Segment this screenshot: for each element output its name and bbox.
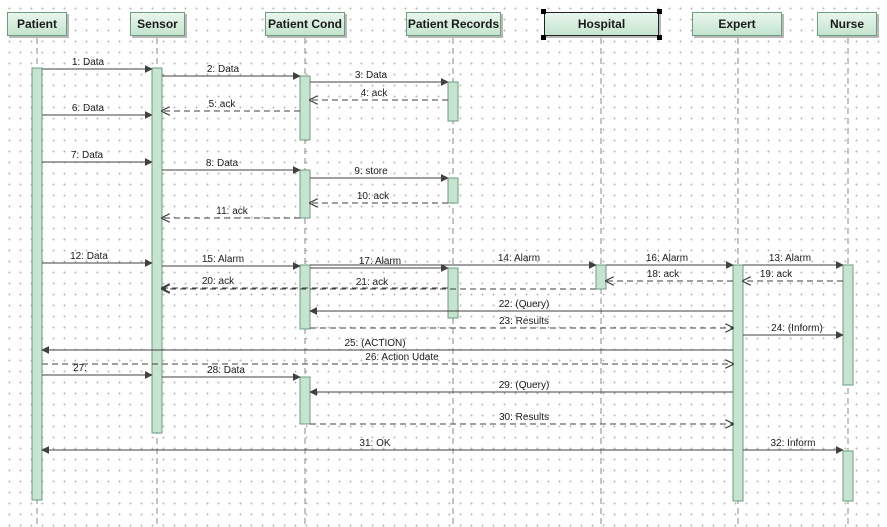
selection-handle[interactable] [657,35,662,40]
message-label: 30: Results [499,412,549,423]
activation-bar-patient[interactable] [31,67,43,501]
message-label: 1: Data [72,57,105,68]
activation-bar-hospital[interactable] [595,264,607,290]
activation-bar-cond[interactable] [299,169,311,219]
lifeline-name: Patient [16,17,57,31]
activation-bar-cond[interactable] [299,376,311,425]
activation-bar-records[interactable] [447,81,459,122]
activation-bar-nurse[interactable] [842,450,854,502]
message-label: 24: (Inform) [771,323,823,334]
message-label: 22: (Query) [499,299,550,310]
lifeline-name: Sensor [137,17,178,31]
lifeline-header-nurse[interactable]: Nurse [817,12,877,36]
activation-bar-nurse[interactable] [842,264,854,386]
message-label: 29: (Query) [499,380,550,391]
message-label: 4: ack [361,88,389,99]
activation-bar-records[interactable] [447,177,459,204]
activation-bar-sensor[interactable] [151,67,163,434]
message-label: 20: ack [202,276,235,287]
message-label: 13: Alarm [769,253,811,264]
message-label: 17: Alarm [359,256,401,267]
lifeline-header-sensor[interactable]: Sensor [130,12,185,36]
activation-bar-cond[interactable] [299,264,311,330]
message-label: 7: Data [71,150,104,161]
activation-bar-cond[interactable] [299,75,311,141]
message-label: 26: Action Udate [365,352,439,363]
selection-handle[interactable] [657,9,662,14]
lifeline-header-expert[interactable]: Expert [692,12,782,36]
activation-bar-records[interactable] [447,267,459,319]
lifeline-header-patient-cond[interactable]: Patient Cond [265,12,345,36]
message-label: 10: ack [357,191,390,202]
message-label: 28: Data [207,365,245,376]
lifeline-name: Hospital [577,17,626,31]
lifeline-name: Expert [718,17,756,31]
message-label: 8: Data [206,158,239,169]
activation-bar-expert[interactable] [732,264,744,502]
message-label: 32: Inform [770,438,815,449]
lifeline-name: Patient Records [407,17,500,31]
message-label: 18: ack [647,269,680,280]
message-label: 3: Data [355,70,388,81]
message-label: 15: Alarm [202,254,244,265]
lifeline-name: Patient Cond [268,17,342,31]
message-label: 12: Data [70,251,108,262]
lifeline-name: Nurse [829,17,864,31]
message-label: 6: Data [72,103,105,114]
message-label: 2: Data [207,64,240,75]
lifeline-header-patient-records[interactable]: Patient Records [406,12,501,36]
message-label: 25: (ACTION) [344,338,405,349]
message-label: 16: Alarm [646,253,688,264]
lifeline-header-hospital[interactable]: Hospital [544,12,659,36]
message-label: 9: store [354,166,388,177]
message-label: 5: ack [209,99,237,110]
selection-handle[interactable] [541,35,546,40]
message-label: 31: OK [359,438,390,449]
message-label: 14: Alarm [498,253,540,264]
message-label: 19: ack [760,269,793,280]
selection-handle[interactable] [541,9,546,14]
message-label: 21: ack [356,277,389,288]
message-label: 11: ack [216,206,248,217]
message-label: 27: [73,363,87,374]
lifeline-header-patient[interactable]: Patient [7,12,67,36]
message-label: 23: Results [499,316,549,327]
